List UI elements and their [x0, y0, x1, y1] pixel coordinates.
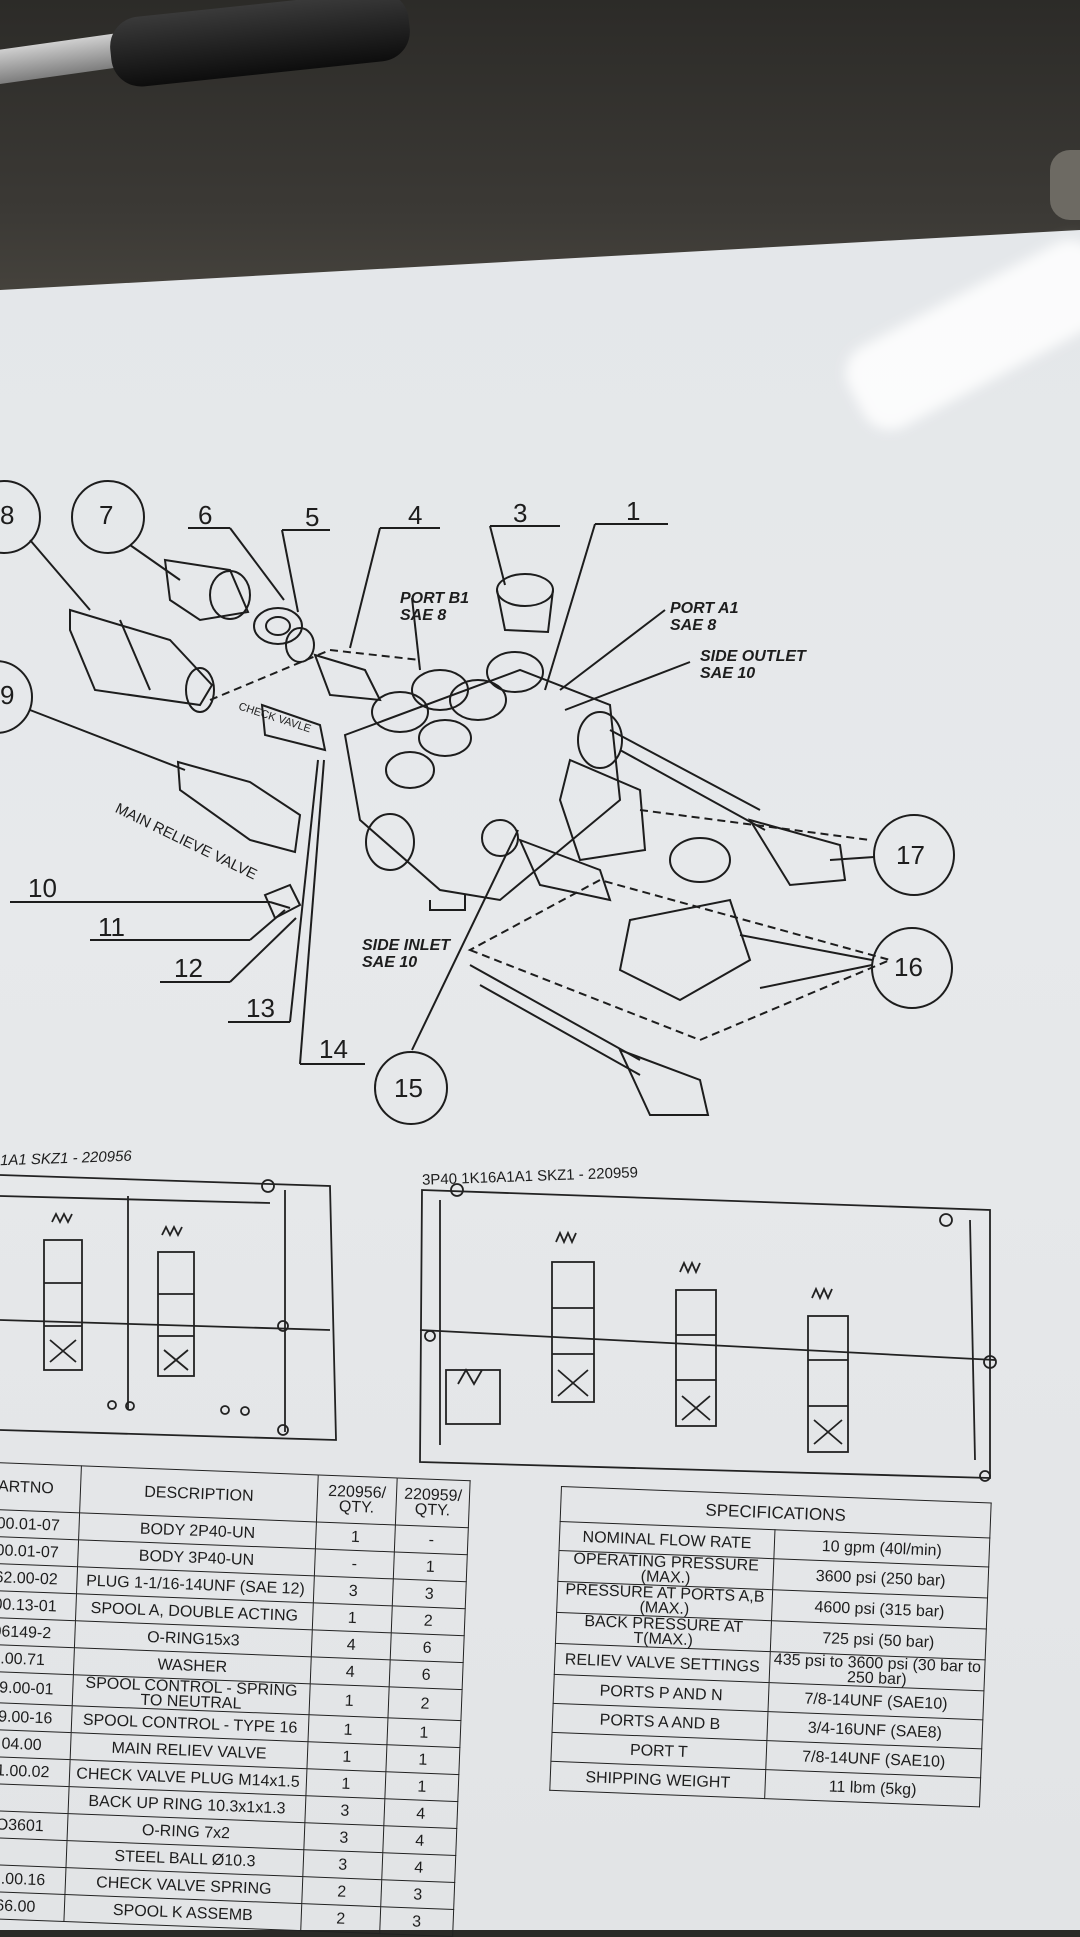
part-6-washer	[253, 607, 303, 645]
part-8-cylinder-cap	[69, 608, 215, 713]
cell-partno: 9.04.00	[0, 1729, 72, 1760]
cell-qty: 1	[315, 1521, 396, 1552]
cell-qty: 3	[302, 1849, 383, 1880]
callout-15: 15	[394, 1073, 423, 1103]
cell-qty: 1	[393, 1551, 468, 1582]
cell-qty: 6	[390, 1632, 465, 1663]
callout-5: 5	[305, 502, 320, 532]
callout-circle-8	[0, 480, 41, 554]
cell-qty: 6	[389, 1659, 464, 1690]
cell-qty: 1	[312, 1602, 393, 1633]
cell-qty: 3	[304, 1795, 385, 1826]
knob	[1050, 150, 1080, 220]
paper-sheet	[0, 230, 1080, 1930]
cell-qty: 3	[392, 1578, 467, 1609]
cell-qty: 1	[386, 1717, 461, 1748]
cell-qty: 1	[305, 1768, 386, 1799]
cell-qty: 2	[301, 1876, 382, 1907]
background-workbench	[0, 0, 1080, 300]
cell-partno: 00.01-07	[0, 1536, 79, 1567]
cell-partno: -	[0, 1783, 70, 1814]
part-7-spring-cap	[163, 558, 251, 622]
callout-4: 4	[408, 500, 423, 530]
part-15-lever	[469, 838, 710, 1116]
cell-partno: 09.00-01	[0, 1671, 74, 1706]
port-b1-label: PORT B1 SAE 8	[400, 590, 470, 624]
cell-qty: 1	[306, 1741, 387, 1772]
callout-16: 16	[894, 952, 923, 982]
part-16-spool-control	[618, 837, 752, 1002]
col-header-qty-220959: 220959/ QTY.	[395, 1477, 471, 1528]
cell-partno: 62.00-02	[0, 1563, 78, 1594]
cell-partno: 06149-2	[0, 1617, 76, 1648]
cell-partno: 21.00.16	[0, 1864, 66, 1895]
callout-circle-7	[71, 480, 145, 554]
callout-1: 1	[626, 496, 641, 526]
valve-body	[343, 573, 622, 911]
callout-14: 14	[319, 1034, 348, 1064]
callout-circle-9	[0, 660, 33, 734]
cell-qty: -	[394, 1524, 469, 1555]
callout-13: 13	[246, 993, 275, 1023]
callout-9: 9	[0, 680, 15, 710]
cell-qty: 1	[385, 1744, 460, 1775]
callout-12: 12	[174, 953, 203, 983]
part-4-spool	[313, 653, 382, 702]
callout-10: 10	[28, 873, 57, 903]
cell-qty: 4	[310, 1656, 391, 1687]
callout-7: 7	[99, 500, 114, 530]
main-relief-valve	[176, 760, 302, 854]
callout-6: 6	[198, 500, 213, 530]
cell-partno: 9.66.00	[0, 1891, 65, 1922]
cell-qty: 1	[307, 1714, 388, 1745]
cell-qty: 4	[381, 1852, 456, 1883]
cell-qty: 4	[311, 1629, 392, 1660]
port-a1-label: PORT A1 SAE 8	[670, 600, 739, 634]
cell-qty: 3	[303, 1822, 384, 1853]
cell-qty: -	[314, 1548, 395, 1579]
cell-partno: 00.01-07	[0, 1509, 80, 1540]
cell-partno: 09.00-16	[0, 1702, 73, 1733]
cell-qty: 1	[384, 1771, 459, 1802]
cell-partno: -	[0, 1837, 68, 1868]
cell-partno: SO3601	[0, 1810, 69, 1841]
cell-partno: 00.13-01	[0, 1590, 77, 1621]
part-17-lever	[558, 711, 847, 887]
callout-8: 8	[0, 500, 15, 530]
cell-qty: 4	[382, 1825, 457, 1856]
cell-qty: 2	[391, 1605, 466, 1636]
side-outlet-label: SIDE OUTLET SAE 10	[700, 648, 806, 682]
parts-table: ARTNO DESCRIPTION 220956/ QTY. 220959/ Q…	[0, 1462, 471, 1937]
part-5-o-ring	[285, 627, 315, 663]
col-header-qty-220956: 220956/ QTY.	[316, 1474, 398, 1525]
callout-circle-15	[374, 1051, 448, 1125]
callout-17: 17	[896, 840, 925, 870]
side-inlet-label: SIDE INLET SAE 10	[362, 937, 451, 971]
check-valve-plug	[263, 883, 302, 920]
callout-11: 11	[98, 912, 125, 942]
cell-qty: 2	[300, 1903, 381, 1934]
cell-qty: 2	[387, 1686, 463, 1721]
cell-qty: 3	[313, 1575, 394, 1606]
cell-qty: 1	[309, 1683, 390, 1718]
cell-qty: 4	[383, 1798, 458, 1829]
callout-circle-17	[873, 814, 955, 896]
check-valve-cartridge	[260, 703, 327, 752]
cell-partno: 21.00.02	[0, 1756, 71, 1787]
cell-qty: 3	[379, 1906, 454, 1937]
callout-3: 3	[513, 498, 528, 528]
cell-partno: 9.00.71	[0, 1644, 75, 1675]
cell-qty: 3	[380, 1879, 455, 1910]
col-header-partno: ARTNO	[0, 1462, 82, 1513]
